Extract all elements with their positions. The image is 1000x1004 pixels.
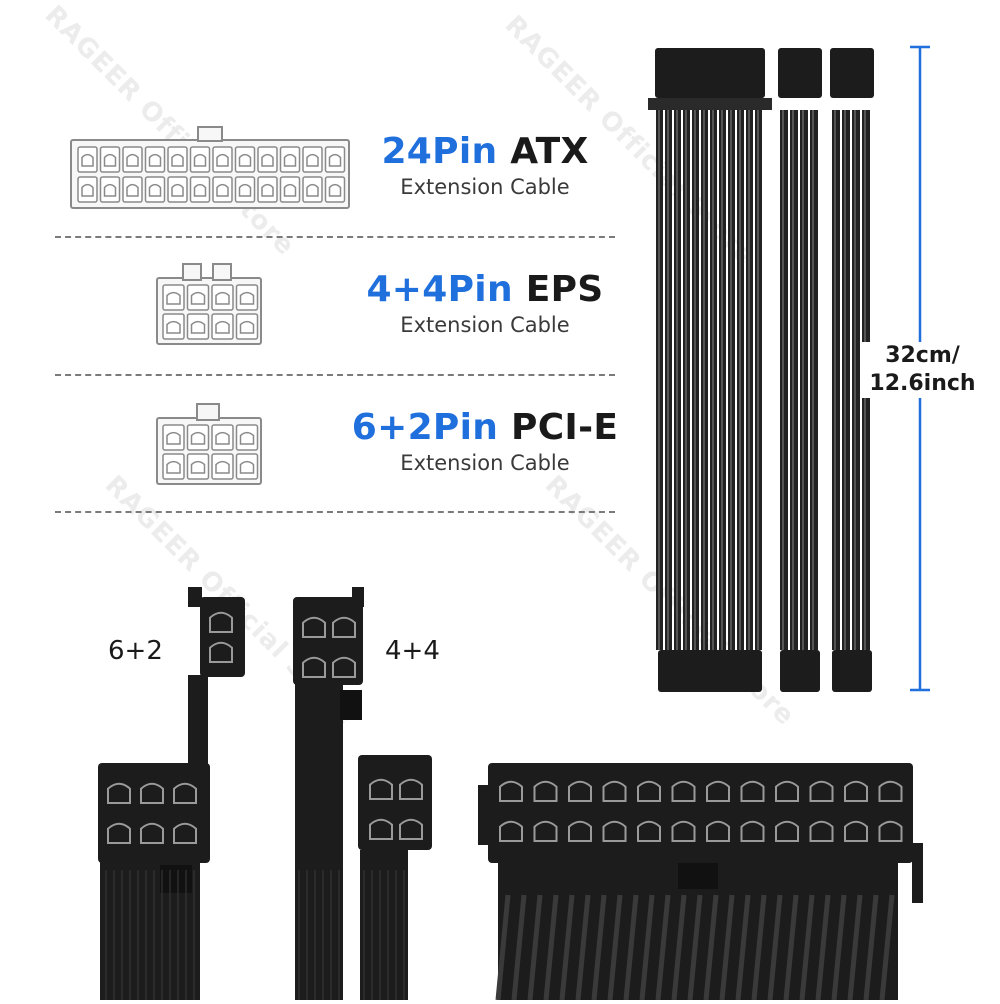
eps-title: EPS [525, 269, 604, 310]
eps-8pin-connector-icon [155, 258, 265, 352]
measurement-label: 32cm/ 12.6inch [860, 342, 985, 398]
atx-24pin-connector-icon [70, 125, 350, 214]
pcie-8pin-connector-icon [155, 398, 265, 492]
pcie-title-accent: 6+2Pin [351, 407, 499, 448]
measurement-cm: 32cm/ [885, 343, 960, 368]
divider [55, 374, 615, 376]
eps-callout: 4+4 [385, 636, 440, 666]
atx-subtitle: Extension Cable [400, 175, 570, 199]
pcie-label: 6+2Pin PCI-E Extension Cable [325, 408, 645, 476]
measurement-inch: 12.6inch [869, 371, 976, 396]
atx-24pin-closeup-image [478, 755, 923, 1004]
cable-set-image [640, 40, 880, 704]
eps-title-accent: 4+4Pin [366, 269, 513, 310]
atx-title: ATX [510, 131, 589, 172]
eps-subtitle: Extension Cable [400, 313, 570, 337]
atx-title-accent: 24Pin [381, 131, 498, 172]
pcie-title: PCI-E [511, 407, 619, 448]
pcie-eps-closeup-image [90, 585, 450, 1004]
eps-label: 4+4Pin EPS Extension Cable [325, 270, 645, 338]
atx-label: 24Pin ATX Extension Cable [325, 132, 645, 200]
divider [55, 511, 615, 513]
divider [55, 236, 615, 238]
pcie-subtitle: Extension Cable [400, 451, 570, 475]
pcie-callout: 6+2 [108, 636, 163, 666]
